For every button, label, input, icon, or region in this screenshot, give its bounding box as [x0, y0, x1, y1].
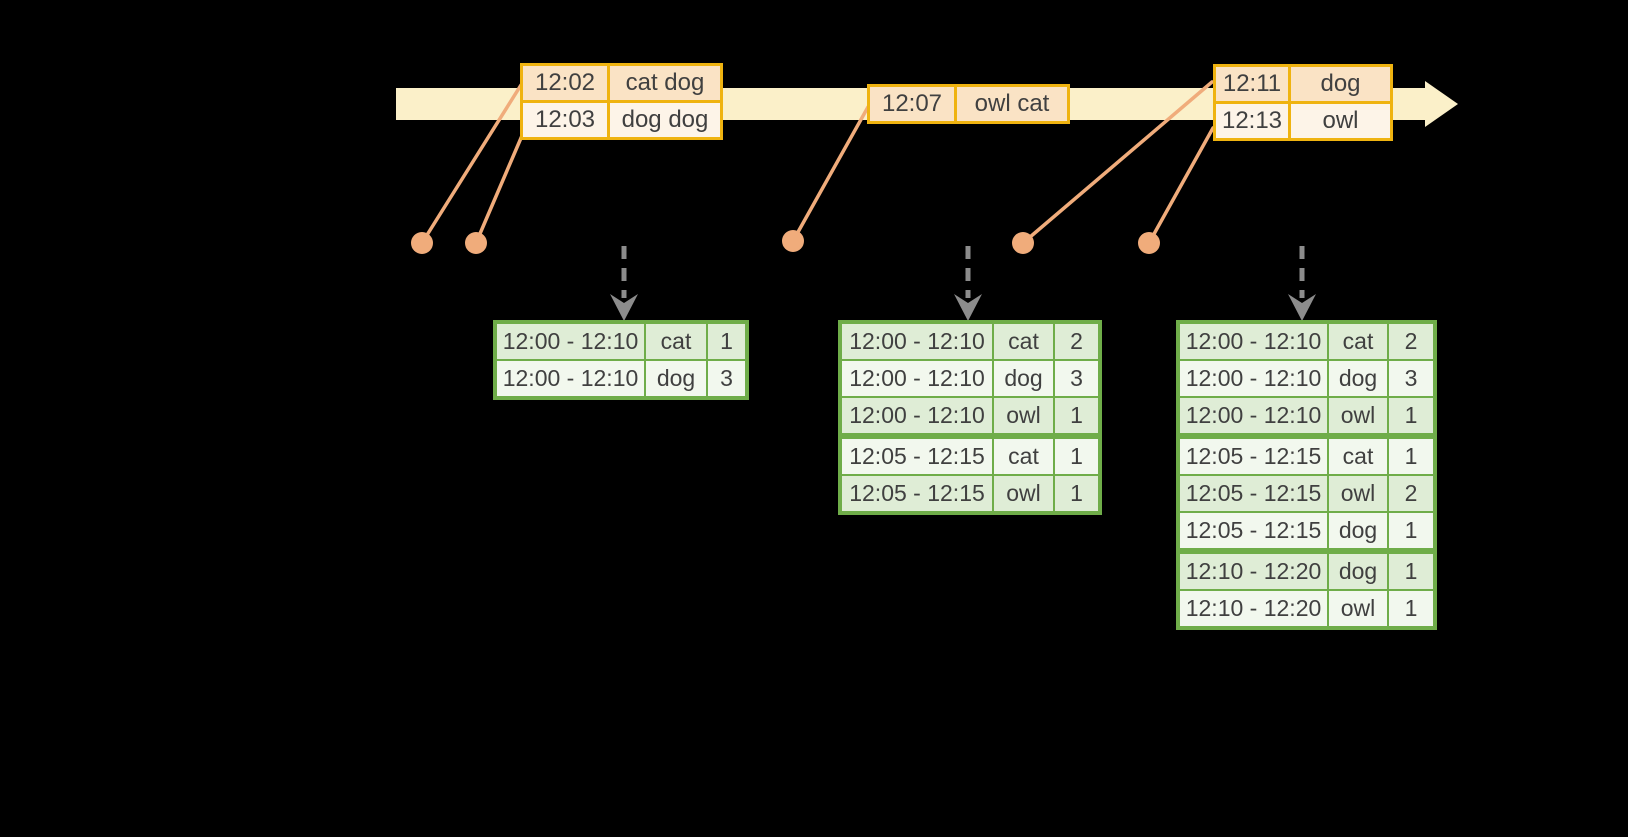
table-row: 12:05 - 12:15 owl 1 — [839, 474, 1101, 514]
count-cell: 2 — [1053, 321, 1101, 361]
event-dot — [782, 230, 804, 252]
word-cell: dog — [992, 359, 1055, 398]
event-row: 12:11 dog — [1216, 67, 1390, 101]
window-cell: 12:00 - 12:10 — [494, 321, 646, 361]
table-row: 12:10 - 12:20 dog 1 — [1177, 548, 1436, 591]
event-dots — [411, 230, 1160, 254]
table-row: 12:10 - 12:20 owl 1 — [1177, 589, 1436, 629]
word-cell: owl — [1327, 589, 1389, 629]
event-row: 12:02 cat dog — [523, 66, 720, 100]
word-cell: dog — [644, 359, 708, 399]
event-words: owl — [1291, 104, 1390, 138]
event-words: owl cat — [957, 87, 1067, 121]
table-row: 12:00 - 12:10 owl 1 — [1177, 396, 1436, 437]
window-cell: 12:00 - 12:10 — [839, 396, 994, 437]
event-row: 12:13 owl — [1216, 101, 1390, 138]
event-dot — [411, 232, 433, 254]
trigger-arrowhead-icon — [954, 294, 982, 321]
word-cell: dog — [1327, 548, 1389, 591]
table-row: 12:00 - 12:10 cat 1 — [494, 321, 748, 361]
word-cell: cat — [992, 433, 1055, 476]
count-cell: 1 — [706, 321, 748, 361]
window-cell: 12:05 - 12:15 — [1177, 474, 1329, 513]
event-time: 12:02 — [523, 66, 610, 100]
window-cell: 12:10 - 12:20 — [1177, 589, 1329, 629]
window-cell: 12:10 - 12:20 — [1177, 548, 1329, 591]
count-cell: 1 — [1387, 433, 1436, 476]
count-cell: 1 — [1387, 511, 1436, 552]
count-cell: 1 — [1387, 589, 1436, 629]
count-cell: 1 — [1387, 548, 1436, 591]
result-table-2: 12:00 - 12:10 cat 2 12:00 - 12:10 dog 3 … — [838, 320, 1102, 515]
table-row: 12:05 - 12:15 owl 2 — [1177, 474, 1436, 513]
event-row: 12:03 dog dog — [523, 100, 720, 137]
result-table-3: 12:00 - 12:10 cat 2 12:00 - 12:10 dog 3 … — [1176, 320, 1437, 630]
event-time: 12:03 — [523, 103, 610, 137]
event-time: 12:13 — [1216, 104, 1291, 138]
word-cell: dog — [1327, 359, 1389, 398]
event-table-3: 12:11 dog 12:13 owl — [1213, 64, 1393, 141]
window-cell: 12:05 - 12:15 — [839, 433, 994, 476]
table-row: 12:00 - 12:10 dog 3 — [494, 359, 748, 399]
event-time: 12:11 — [1216, 67, 1291, 101]
event-dot — [1138, 232, 1160, 254]
event-time: 12:07 — [870, 87, 957, 121]
event-dot — [1012, 232, 1034, 254]
trigger-arrows — [610, 246, 1316, 321]
count-cell: 3 — [1053, 359, 1101, 398]
result-table-1: 12:00 - 12:10 cat 1 12:00 - 12:10 dog 3 — [493, 320, 749, 400]
window-cell: 12:05 - 12:15 — [1177, 511, 1329, 552]
trigger-arrowhead-icon — [1288, 294, 1316, 321]
event-table-2: 12:07 owl cat — [867, 84, 1070, 124]
table-row: 12:00 - 12:10 owl 1 — [839, 396, 1101, 437]
word-cell: cat — [644, 321, 708, 361]
window-cell: 12:05 - 12:15 — [839, 474, 994, 514]
word-cell: owl — [1327, 474, 1389, 513]
table-row: 12:05 - 12:15 cat 1 — [839, 433, 1101, 476]
table-row: 12:05 - 12:15 dog 1 — [1177, 511, 1436, 552]
word-cell: cat — [1327, 433, 1389, 476]
window-cell: 12:00 - 12:10 — [839, 359, 994, 398]
event-table-1: 12:02 cat dog 12:03 dog dog — [520, 63, 723, 140]
word-cell: dog — [1327, 511, 1389, 552]
table-row: 12:00 - 12:10 cat 2 — [1177, 321, 1436, 361]
count-cell: 1 — [1053, 474, 1101, 514]
word-cell: owl — [992, 396, 1055, 437]
connector-line — [791, 105, 870, 243]
count-cell: 1 — [1053, 396, 1101, 437]
event-row: 12:07 owl cat — [870, 87, 1067, 121]
window-cell: 12:00 - 12:10 — [1177, 396, 1329, 437]
table-row: 12:00 - 12:10 cat 2 — [839, 321, 1101, 361]
event-words: cat dog — [610, 66, 720, 100]
count-cell: 3 — [706, 359, 748, 399]
window-cell: 12:00 - 12:10 — [494, 359, 646, 399]
table-row: 12:00 - 12:10 dog 3 — [839, 359, 1101, 398]
window-cell: 12:05 - 12:15 — [1177, 433, 1329, 476]
connector-line — [1147, 126, 1215, 245]
trigger-arrowhead-icon — [610, 294, 638, 321]
word-cell: owl — [992, 474, 1055, 514]
count-cell: 3 — [1387, 359, 1436, 398]
table-row: 12:00 - 12:10 dog 3 — [1177, 359, 1436, 398]
window-cell: 12:00 - 12:10 — [1177, 359, 1329, 398]
word-cell: owl — [1327, 396, 1389, 437]
count-cell: 2 — [1387, 321, 1436, 361]
count-cell: 2 — [1387, 474, 1436, 513]
event-dot — [465, 232, 487, 254]
timeline-arrowhead-icon — [1425, 81, 1458, 127]
window-cell: 12:00 - 12:10 — [1177, 321, 1329, 361]
event-words: dog dog — [610, 103, 720, 137]
count-cell: 1 — [1387, 396, 1436, 437]
word-cell: cat — [1327, 321, 1389, 361]
connector-line — [474, 129, 526, 245]
word-cell: cat — [992, 321, 1055, 361]
count-cell: 1 — [1053, 433, 1101, 476]
window-cell: 12:00 - 12:10 — [839, 321, 994, 361]
event-words: dog — [1291, 67, 1390, 101]
table-row: 12:05 - 12:15 cat 1 — [1177, 433, 1436, 476]
